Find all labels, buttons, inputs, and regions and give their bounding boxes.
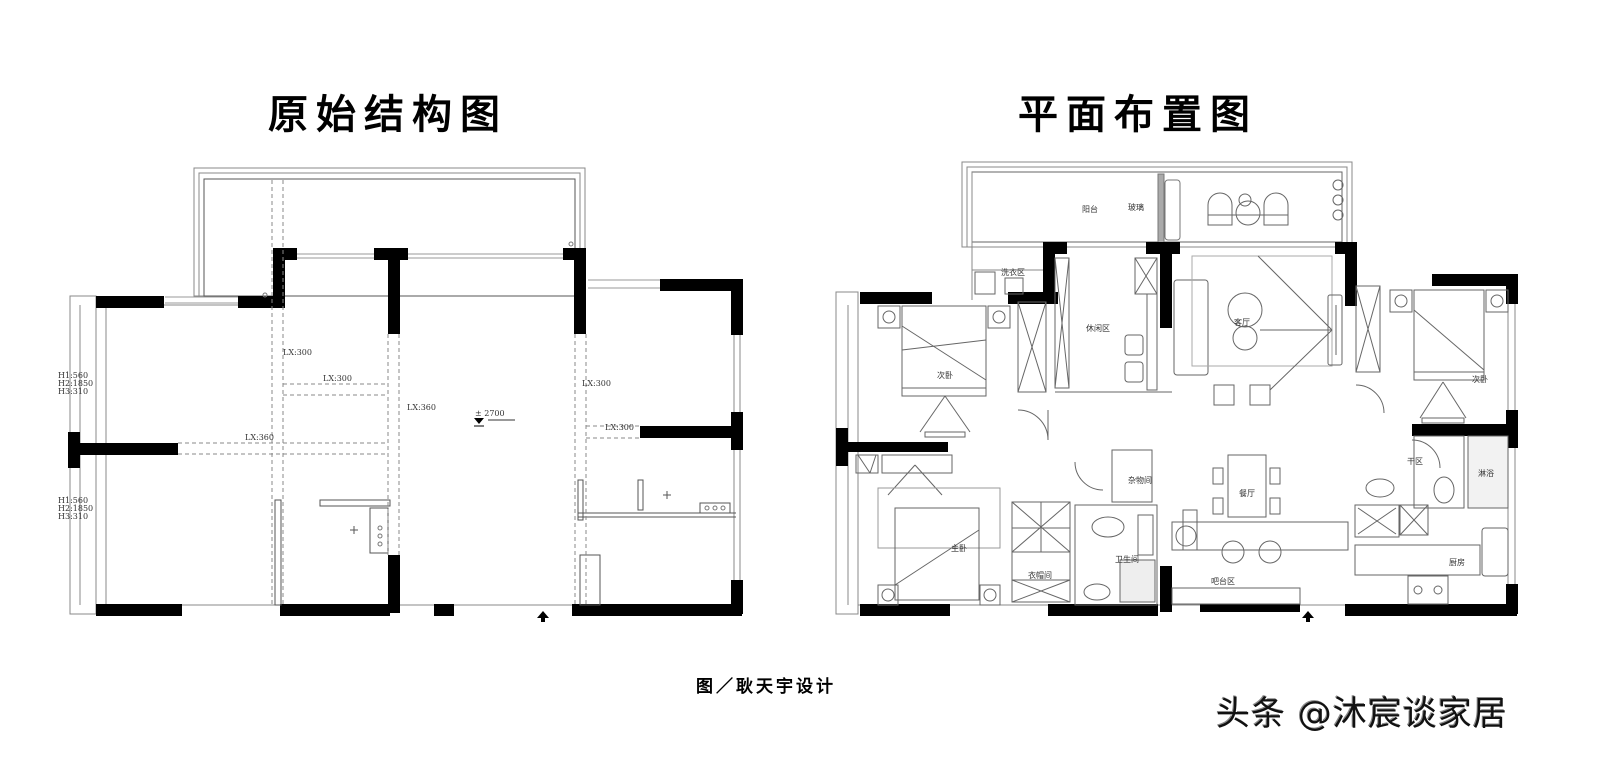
layout-plan-title: 平面布置图	[1018, 91, 1258, 138]
elevation-label: ± 2700	[475, 409, 505, 418]
beam-label: LX:360	[245, 433, 274, 442]
room-label-living: 客厅	[1234, 317, 1250, 327]
room-label-dining: 餐厅	[1239, 489, 1255, 498]
room-label-master-bedroom: 主卧	[951, 543, 967, 553]
beam-label: LX:360	[407, 403, 436, 412]
beam-label: LX:300	[605, 423, 634, 432]
room-label-storage: 杂物间	[1128, 475, 1152, 485]
room-label-balcony: 阳台	[1082, 204, 1098, 214]
beam-label: LX:300	[582, 379, 611, 388]
room-label-glass: 玻璃	[1128, 202, 1144, 212]
room-label-laundry: 洗衣区	[1001, 267, 1025, 277]
svg-text:H3:310: H3:310	[58, 387, 88, 396]
room-label-bathroom: 卫生间	[1115, 554, 1139, 564]
window-label-top: H1:560	[58, 371, 88, 380]
room-label-kitchen: 厨房	[1449, 557, 1465, 567]
room-label-leisure: 休闲区	[1086, 323, 1110, 333]
design-credit: 图／耿天宇设计	[696, 677, 836, 697]
room-label-second-bedroom-right: 次卧	[1472, 374, 1488, 384]
room-label-second-bedroom-left: 次卧	[937, 370, 953, 380]
original-structure-title: 原始结构图	[268, 91, 508, 138]
beam-label: LX:300	[283, 348, 312, 357]
room-label-bar: 吧台区	[1211, 576, 1235, 586]
svg-text:H3:310: H3:310	[58, 512, 88, 521]
watermark: 头条 @沐宸谈家居	[1216, 694, 1508, 734]
svg-text:H2:1850: H2:1850	[58, 379, 93, 388]
window-label-bottom: H1:560	[58, 496, 88, 505]
beam-label: LX:300	[323, 374, 352, 383]
room-label-shower: 淋浴	[1478, 468, 1494, 478]
room-label-dry-area: 干区	[1407, 457, 1423, 466]
svg-text:H2:1850: H2:1850	[58, 504, 93, 513]
room-label-wardrobe: 衣帽间	[1028, 570, 1052, 580]
